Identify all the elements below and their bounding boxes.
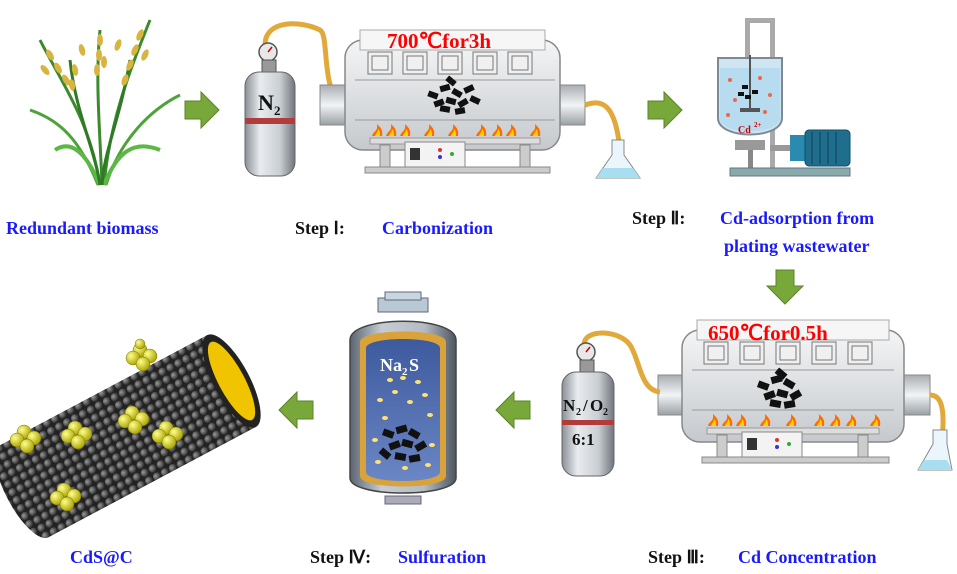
arrow-left-icon bbox=[278, 391, 314, 429]
flask-icon bbox=[917, 392, 953, 471]
cd-ion-charge: 2+ bbox=[754, 121, 762, 129]
arrow-right-icon bbox=[184, 91, 220, 129]
na2s-base: Na bbox=[380, 355, 402, 375]
arrow-down-icon bbox=[766, 269, 804, 305]
step1-name: Carbonization bbox=[382, 218, 493, 238]
carbon-pellets-icon bbox=[427, 75, 481, 115]
na2s-tail: S bbox=[409, 355, 419, 375]
gas2-ratio: 6:1 bbox=[572, 430, 595, 449]
furnace2-condition: 650℃for0.5h bbox=[708, 321, 828, 345]
furnace1-condition: 700℃for3h bbox=[387, 29, 491, 53]
rice-plant-icon bbox=[29, 19, 181, 186]
step3-name: Cd Concentration bbox=[738, 547, 877, 567]
gas1-subscript: 2 bbox=[274, 103, 281, 118]
arrow-left-icon bbox=[495, 391, 531, 429]
flask-icon bbox=[584, 100, 641, 179]
na2s-sub: 2 bbox=[402, 366, 408, 378]
gas2-slash: / bbox=[582, 396, 588, 415]
step2-prefix: Step Ⅱ: bbox=[632, 208, 685, 228]
furnace-2: 650℃for0.5h bbox=[657, 319, 931, 464]
step2-name-line2: plating wastewater bbox=[724, 236, 869, 256]
gas2-o: O bbox=[590, 396, 603, 415]
stirred-reactor: Cd 2+ bbox=[717, 18, 851, 177]
arrow-right-icon bbox=[647, 91, 683, 129]
step2-name-line1: Cd-adsorption from bbox=[720, 208, 874, 228]
step4-name: Sulfuration bbox=[398, 547, 486, 567]
furnace-1: 700℃for3h bbox=[319, 29, 586, 174]
carbon-pellets-icon bbox=[756, 367, 803, 409]
product-label: CdS@C bbox=[70, 547, 133, 567]
gas2-sub1: 2 bbox=[576, 407, 581, 418]
gas2-n: N bbox=[563, 396, 576, 415]
step4-prefix: Step Ⅳ: bbox=[310, 547, 371, 567]
n2-o2-gas-cylinder: N 2 / O 2 6:1 bbox=[561, 330, 661, 477]
cd-ion-label: Cd bbox=[738, 125, 751, 136]
biomass-label: Redundant biomass bbox=[6, 218, 159, 238]
gas2-sub2: 2 bbox=[603, 407, 608, 418]
cds-particle-icon bbox=[9, 338, 184, 512]
gas1-formula: N bbox=[258, 90, 274, 115]
sulfuration-vessel: Na 2 S bbox=[349, 291, 457, 505]
cds-carbon-tube bbox=[0, 334, 261, 539]
step3-prefix: Step Ⅲ: bbox=[648, 547, 705, 567]
step1-prefix: Step Ⅰ: bbox=[295, 218, 345, 238]
